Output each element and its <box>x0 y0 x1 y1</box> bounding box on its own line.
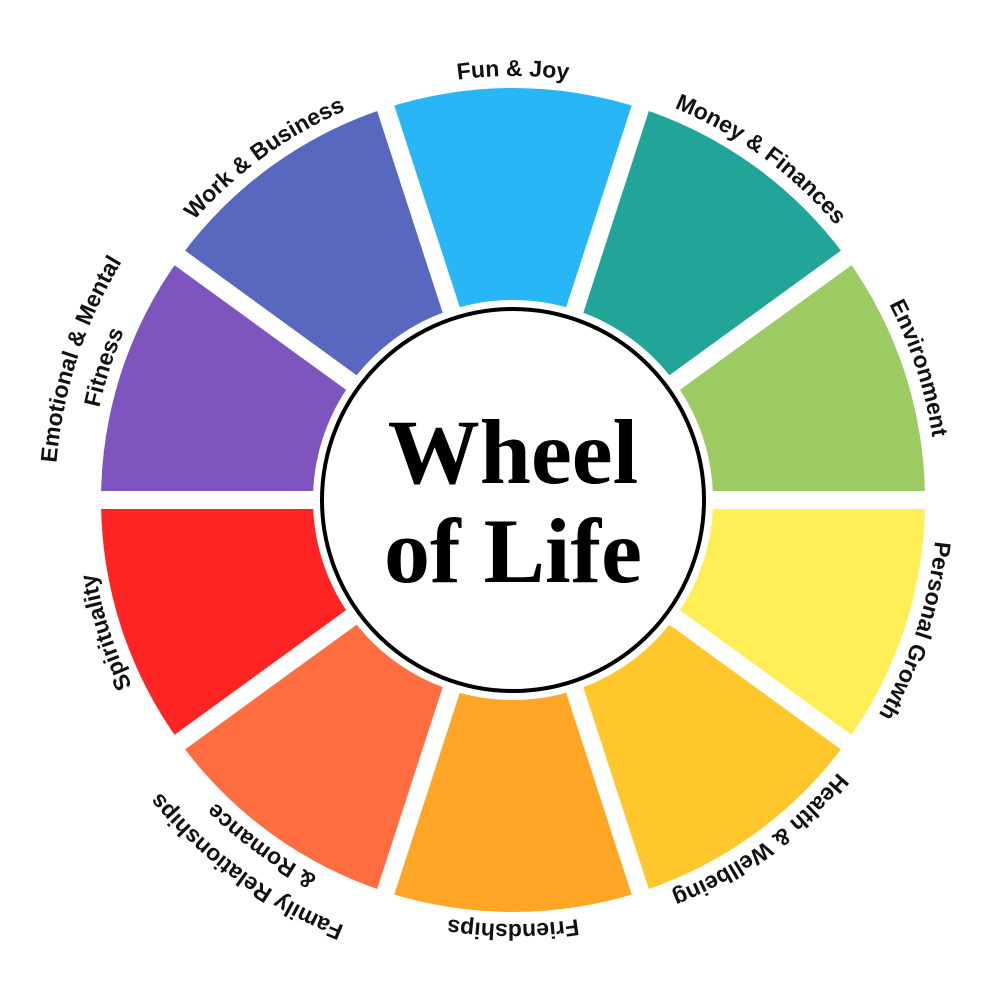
segment-spirituality <box>101 500 352 743</box>
label-text: Friendships <box>445 914 580 945</box>
segment-health-and-wellbeing <box>574 617 847 892</box>
segment-money-and-finances <box>574 108 847 383</box>
segment-family-relationships-and-romance <box>179 617 452 892</box>
segments <box>101 88 925 912</box>
segment-fun-and-joy <box>385 88 641 310</box>
segment-personal-growth <box>674 500 925 743</box>
segment-friendships <box>385 690 641 912</box>
segment-work-and-business <box>179 108 452 383</box>
label-fun-and-joy: Fun & Joy <box>455 55 571 85</box>
label-friendships: Friendships <box>445 914 580 945</box>
segment-emotional-and-mental-fitness <box>101 257 352 500</box>
center-circle <box>320 307 706 693</box>
label-text: Fun & Joy <box>455 55 571 85</box>
title-line-2: of Life <box>384 500 642 602</box>
segment-environment <box>674 257 925 500</box>
title-line-1: Wheel <box>388 401 638 503</box>
